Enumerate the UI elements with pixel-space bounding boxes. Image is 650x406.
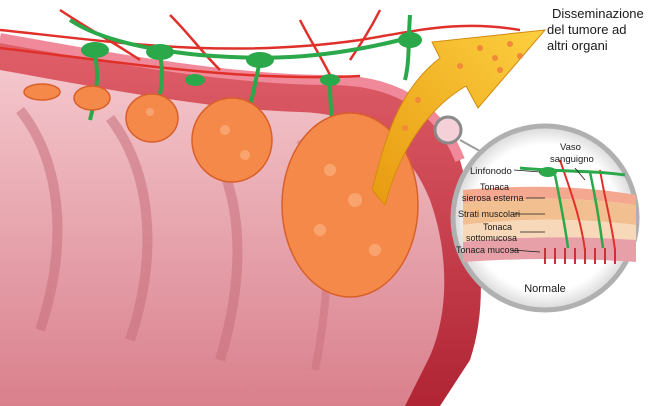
inset-caption: Normale xyxy=(524,283,566,295)
inset-lymph-vessel xyxy=(588,171,605,249)
mucosa-layer xyxy=(463,237,636,262)
cell-dot xyxy=(517,53,523,59)
mucosal-fold-1 xyxy=(16,106,63,332)
inset-vessel xyxy=(599,169,616,251)
tumor-stage-3 xyxy=(125,93,179,143)
cell-dot xyxy=(492,55,498,61)
cell-dot xyxy=(507,41,513,47)
cell-dot xyxy=(402,125,408,131)
cross-section-inset: Vaso sanguigno Linfonodo Tonaca sierosa … xyxy=(450,123,640,313)
lymph-nodes xyxy=(81,32,422,86)
cell-dot xyxy=(457,63,463,69)
lymph-vessel xyxy=(403,14,412,81)
leader-line xyxy=(511,249,541,253)
tumor-cell xyxy=(324,164,336,176)
serosa-label: Tonaca sierosa esterna xyxy=(462,182,524,203)
blood-vessels xyxy=(0,8,521,79)
vessel xyxy=(0,24,521,50)
leader-line xyxy=(574,167,586,181)
vessel xyxy=(169,14,221,71)
inset-lymph-node-icon xyxy=(539,167,557,177)
vessel xyxy=(298,19,332,76)
inset-lymph-vessel xyxy=(553,174,570,249)
magnifier-source xyxy=(433,115,463,145)
muscle-layer xyxy=(463,198,636,225)
tumor-cell xyxy=(369,244,381,256)
tumor-stage-4 xyxy=(191,97,273,183)
submucosa-layer xyxy=(463,219,636,242)
tumor-stage-2 xyxy=(73,85,111,111)
lymph-node-icon xyxy=(81,42,109,58)
tumor-stage-1 xyxy=(23,83,61,101)
inset-lymph-vessel xyxy=(519,166,626,177)
tumor-cell xyxy=(240,150,250,160)
lymph-node-icon xyxy=(185,74,205,86)
vessel xyxy=(0,46,361,79)
cell-dot xyxy=(415,97,421,103)
tumor-cell xyxy=(146,108,154,116)
lymph-node-icon xyxy=(398,32,422,48)
lymph-vessel xyxy=(68,18,401,60)
cell-dot xyxy=(497,67,503,73)
leader-line xyxy=(513,169,541,173)
tumor-cell xyxy=(348,193,362,207)
muscle-label: Strati muscolari xyxy=(458,209,520,219)
inset-vessel xyxy=(559,159,586,251)
tumor-cell xyxy=(220,125,230,135)
title-label: Disseminazione del tumore ad altri organ… xyxy=(547,6,647,53)
tumor-texture xyxy=(146,108,381,256)
vessel xyxy=(348,9,382,61)
lymph-node-label: Linfonodo xyxy=(470,166,512,177)
villi xyxy=(544,248,616,264)
lymph-node-icon xyxy=(246,52,274,68)
spreading-cells xyxy=(402,41,523,131)
leader-lines xyxy=(511,167,586,253)
metastasis-arrow xyxy=(371,29,547,207)
cell-dot xyxy=(477,45,483,51)
vessel-label: Vaso sanguigno xyxy=(550,142,594,165)
lymph-node-icon xyxy=(320,74,340,86)
mucosal-fold-2 xyxy=(106,114,153,342)
submucosa-label: Tonaca sottomucosa xyxy=(466,222,517,243)
tumor-cell xyxy=(314,224,326,236)
mucosa-label: Tonaca mucosa xyxy=(456,245,519,255)
lymph-node-icon xyxy=(146,44,174,60)
